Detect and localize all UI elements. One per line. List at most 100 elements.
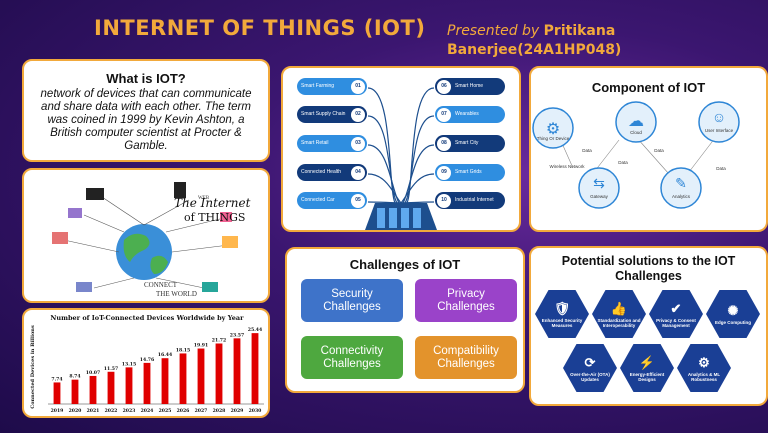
challenge-connectivity: Connectivity Challenges <box>301 336 403 379</box>
chip-icon: ⚙ <box>546 121 560 138</box>
app-pill-right: 07 Wearables <box>435 106 505 123</box>
solution-edge: ✺ Edge Computing <box>706 290 760 338</box>
chart-y-axis-label: Connected Devices in Billions <box>30 325 36 409</box>
iot-applications-wires <box>365 87 437 230</box>
tablet-icon <box>174 182 186 198</box>
solutions-heading: Potential solutions to the IOT Challenge… <box>561 254 736 283</box>
chart-data-label: 21.72 <box>212 337 226 343</box>
chart-title: Number of IoT-Connected Devices Worldwid… <box>50 314 244 322</box>
app-pill-number: 02 <box>351 107 365 122</box>
presented-by-label: Presented by <box>447 23 540 39</box>
analytics-icon: ✎ <box>675 175 687 191</box>
chart-bar <box>179 353 187 404</box>
chart-tick-label: 2025 <box>159 408 172 414</box>
app-pill-label: Smart Supply Chain <box>301 110 346 117</box>
cloud-node <box>615 101 657 143</box>
node-label-cloud: Cloud <box>630 130 642 135</box>
app-pill-number: 09 <box>437 165 451 180</box>
app-pill-number: 05 <box>351 193 365 208</box>
chart-bar <box>89 375 97 404</box>
chart-data-label: 8.74 <box>69 374 81 380</box>
what-is-iot-body: network of devices that can communicate … <box>40 88 252 152</box>
chart-bar <box>107 371 115 404</box>
chart-bar <box>71 379 79 404</box>
chart-data-label: 13.15 <box>122 361 136 367</box>
wireless-label: Wireless Network <box>549 164 585 169</box>
camera-icon <box>222 236 238 248</box>
car-icon <box>52 232 68 244</box>
app-pill-label: Connected Car <box>301 196 335 203</box>
chart-bar <box>143 362 151 404</box>
gear-icon: ⚙ <box>698 354 710 370</box>
iot-illustration-card: WEB The Internet of THINGS CONNECT THE W… <box>22 168 270 303</box>
node-label-analytics: Analytics <box>672 194 691 199</box>
refresh-icon: ⟳ <box>584 354 596 370</box>
phone-icon <box>220 212 232 222</box>
solution-standardization: 👍Standardization and Interoperability <box>592 290 646 338</box>
page-title: INTERNET OF THINGS (IOT) <box>94 16 426 40</box>
app-pill-right: 06 Smart Home <box>435 78 505 95</box>
chart-tick-label: 2023 <box>123 408 136 414</box>
app-pill-number: 03 <box>351 136 365 151</box>
thing-node <box>532 107 574 149</box>
shield-check-icon: ✔ <box>670 300 682 316</box>
app-pill-label: Smart City <box>455 139 479 146</box>
presenter: Presented by Pritikana Banerjee(24A1HP04… <box>447 22 687 60</box>
what-is-iot-card: What is IOT? network of devices that can… <box>22 59 270 162</box>
shield-lock-icon: 🛡 <box>553 300 571 316</box>
chart-data-label: 23.57 <box>230 332 244 338</box>
iot-components-card: Component of IOT ⚙ ☁ ☺ ⇆ ✎ Thing Or Devi… <box>529 66 768 232</box>
iot-illustration: WEB The Internet of THINGS CONNECT THE W… <box>52 182 251 298</box>
what-is-iot-heading: What is IOT? <box>106 71 186 86</box>
thumbs-up-icon: 👍 <box>610 300 628 316</box>
chart-bar <box>215 343 223 404</box>
solution-label: Standardization and Interoperability <box>597 317 641 328</box>
solution-label: Privacy & Consent Management <box>656 317 696 328</box>
chart-data-label: 18.15 <box>176 347 190 353</box>
chart-tick-label: 2022 <box>105 408 118 414</box>
chart-data-label: 7.74 <box>51 376 63 382</box>
challenge-compatibility: Compatibility Challenges <box>415 336 517 379</box>
chart-data-label: 14.76 <box>140 357 154 363</box>
network-icon: ✺ <box>727 303 739 318</box>
solution-label: Analytics & ML Robustness <box>687 371 721 382</box>
app-pill-label: Smart Grids <box>455 168 482 175</box>
iot-illustration-title-1: The Internet <box>174 196 251 210</box>
solution-ota: ⟳Over-the-Air (OTA) Updates <box>563 344 617 392</box>
app-pill-number: 04 <box>351 165 365 180</box>
solution-label: Over-the-Air (OTA) Updates <box>570 371 610 382</box>
app-pill-number: 06 <box>437 79 451 94</box>
data-label-2: Data <box>618 160 628 165</box>
chart-bar <box>125 367 133 404</box>
app-pill-label: Wearables <box>455 110 479 117</box>
gateway-node <box>578 167 620 209</box>
chart-tick-label: 2024 <box>141 408 155 414</box>
challenge-privacy: Privacy Challenges <box>415 279 517 322</box>
chart-tick-label: 2019 <box>51 408 64 414</box>
app-pill-left: Connected Car 05 <box>297 192 367 209</box>
solution-security: 🛡Enhanced Security Measures <box>535 290 589 338</box>
chart-tick-label: 2028 <box>213 408 226 414</box>
solution-energy: ⚡Energy-Efficient Designs <box>620 344 674 392</box>
app-pill-label: Smart Home <box>455 82 484 89</box>
chart-data-label: 10.07 <box>86 370 100 376</box>
chart-tick-label: 2026 <box>177 408 190 414</box>
chart-data-label: 25.44 <box>248 327 263 333</box>
chart-bar <box>161 358 169 404</box>
chart-tick-label: 2020 <box>69 408 82 414</box>
ui-node <box>698 101 740 143</box>
node-label-gateway: Gateway <box>590 194 609 199</box>
user-interface-icon: ☺ <box>712 109 726 125</box>
tv-icon <box>68 208 82 218</box>
iot-devices-chart: Number of IoT-Connected Devices Worldwid… <box>30 314 264 414</box>
app-pill-number: 07 <box>437 107 451 122</box>
iot-components-heading: Component of IOT <box>591 80 706 95</box>
solution-label: Edge Computing <box>715 320 751 325</box>
chart-bar <box>233 338 241 404</box>
chart-tick-label: 2029 <box>231 408 244 414</box>
chart-data-label: 19.91 <box>194 343 208 349</box>
app-pill-label: Connected Health <box>301 168 342 175</box>
